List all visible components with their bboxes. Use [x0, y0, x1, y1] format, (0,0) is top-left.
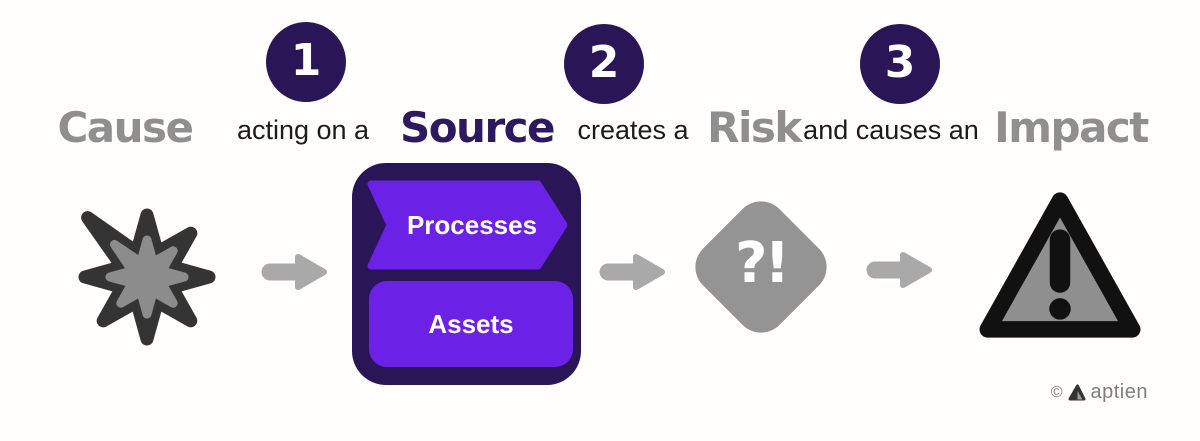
process-chevron-banner	[367, 180, 568, 270]
step-number: 1	[290, 34, 322, 86]
risk-diamond-text: ?!	[734, 231, 788, 296]
aptien-logo-icon	[1068, 384, 1085, 400]
phrase-cause: Cause	[57, 103, 194, 152]
warning-triangle-icon	[979, 192, 1141, 338]
right-arrow-icon	[261, 254, 327, 290]
step-badge-2: 2	[564, 24, 644, 104]
phrase-source: Source	[399, 103, 556, 152]
phrase-risk: Risk	[707, 103, 802, 152]
starburst-icon	[78, 208, 216, 346]
phrase-creates-a: creates a	[577, 115, 689, 145]
phrase-impact: Impact	[994, 103, 1149, 152]
source-box-item-processes: Processes	[406, 209, 538, 240]
step-number: 3	[884, 36, 916, 88]
phrase-and-causes-an: and causes an	[803, 115, 979, 145]
step-badge-1: 1	[266, 22, 346, 102]
copyright-symbol: ©	[1050, 383, 1063, 401]
step-badge-3: 3	[860, 24, 940, 104]
step-number: 2	[588, 36, 620, 88]
brand-name: aptien	[1090, 381, 1148, 403]
question-exclamation-diamond-icon: ?!	[684, 190, 838, 344]
phrase-acting-on-a: acting on a	[236, 115, 370, 145]
source-box: Processes Assets	[352, 163, 581, 385]
source-box-item-assets: Assets	[369, 281, 573, 367]
right-arrow-icon	[866, 252, 932, 288]
brand-footer: © aptien	[1051, 381, 1148, 404]
right-arrow-icon	[599, 254, 665, 290]
